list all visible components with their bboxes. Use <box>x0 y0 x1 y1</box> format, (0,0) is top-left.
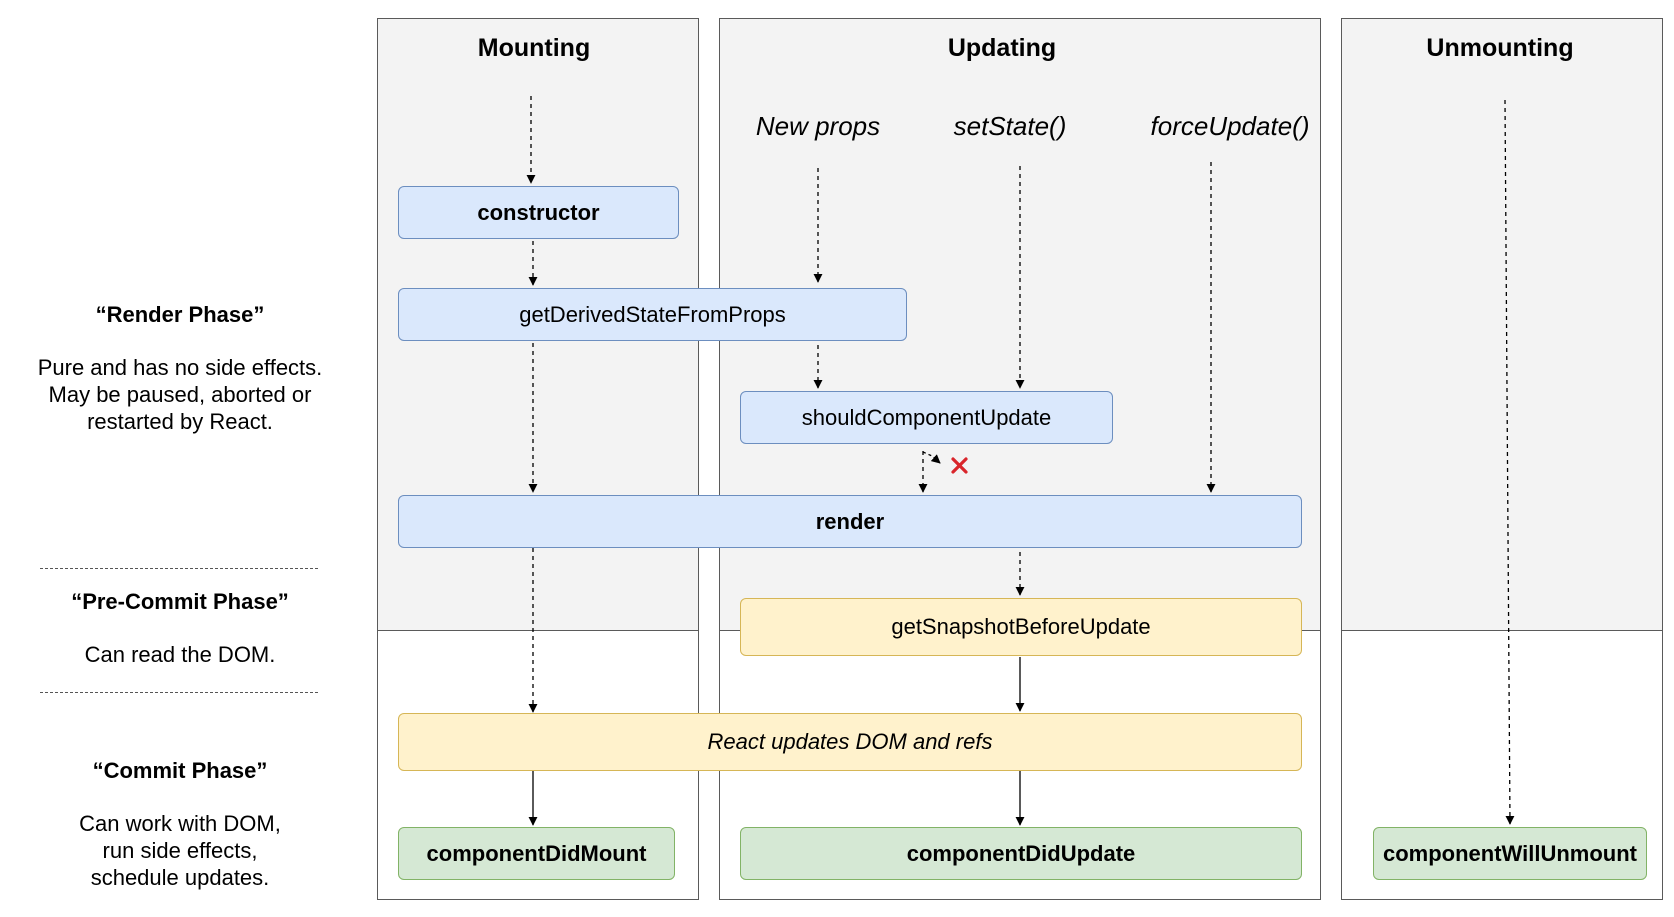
unmounting-column-render-area <box>1341 18 1663 630</box>
constructor-box: constructor <box>398 186 679 239</box>
render-phase-line-3: restarted by React. <box>87 409 273 434</box>
trigger-force-update: forceUpdate() <box>1150 111 1310 141</box>
commit-phase-title: “Commit Phase” <box>92 758 268 783</box>
phase-divider-1 <box>40 568 318 569</box>
commit-phase-line-3: schedule updates. <box>90 865 270 890</box>
updating-title: Updating <box>947 34 1057 62</box>
unmounting-title: Unmounting <box>1426 34 1574 62</box>
component-did-update-box: componentDidUpdate <box>740 827 1302 880</box>
commit-phase-description: “Commit Phase” Can work with DOM, run si… <box>20 757 340 891</box>
commit-phase-line-2: run side effects, <box>102 838 258 863</box>
trigger-set-state: setState() <box>953 111 1067 141</box>
commit-phase-line-1: Can work with DOM, <box>79 811 281 836</box>
component-will-unmount-box: componentWillUnmount <box>1373 827 1647 880</box>
should-component-update-box: shouldComponentUpdate <box>740 391 1113 444</box>
pre-commit-phase-title: “Pre-Commit Phase” <box>71 589 289 614</box>
pre-commit-phase-description: “Pre-Commit Phase” Can read the DOM. <box>20 588 340 668</box>
mounting-title: Mounting <box>477 34 591 62</box>
render-phase-description: “Render Phase” Pure and has no side effe… <box>20 301 340 435</box>
component-did-mount-box: componentDidMount <box>398 827 675 880</box>
get-snapshot-before-update-box: getSnapshotBeforeUpdate <box>740 598 1302 656</box>
render-box: render <box>398 495 1302 548</box>
render-phase-title: “Render Phase” <box>95 302 265 327</box>
phase-divider-2 <box>40 692 318 693</box>
pre-commit-phase-line-1: Can read the DOM. <box>84 642 276 667</box>
react-updates-dom-box: React updates DOM and refs <box>398 713 1302 771</box>
render-phase-line-1: Pure and has no side effects. <box>37 355 323 380</box>
trigger-new-props: New props <box>755 111 881 141</box>
render-phase-line-2: May be paused, aborted or <box>48 382 312 407</box>
get-derived-state-from-props-box: getDerivedStateFromProps <box>398 288 907 341</box>
